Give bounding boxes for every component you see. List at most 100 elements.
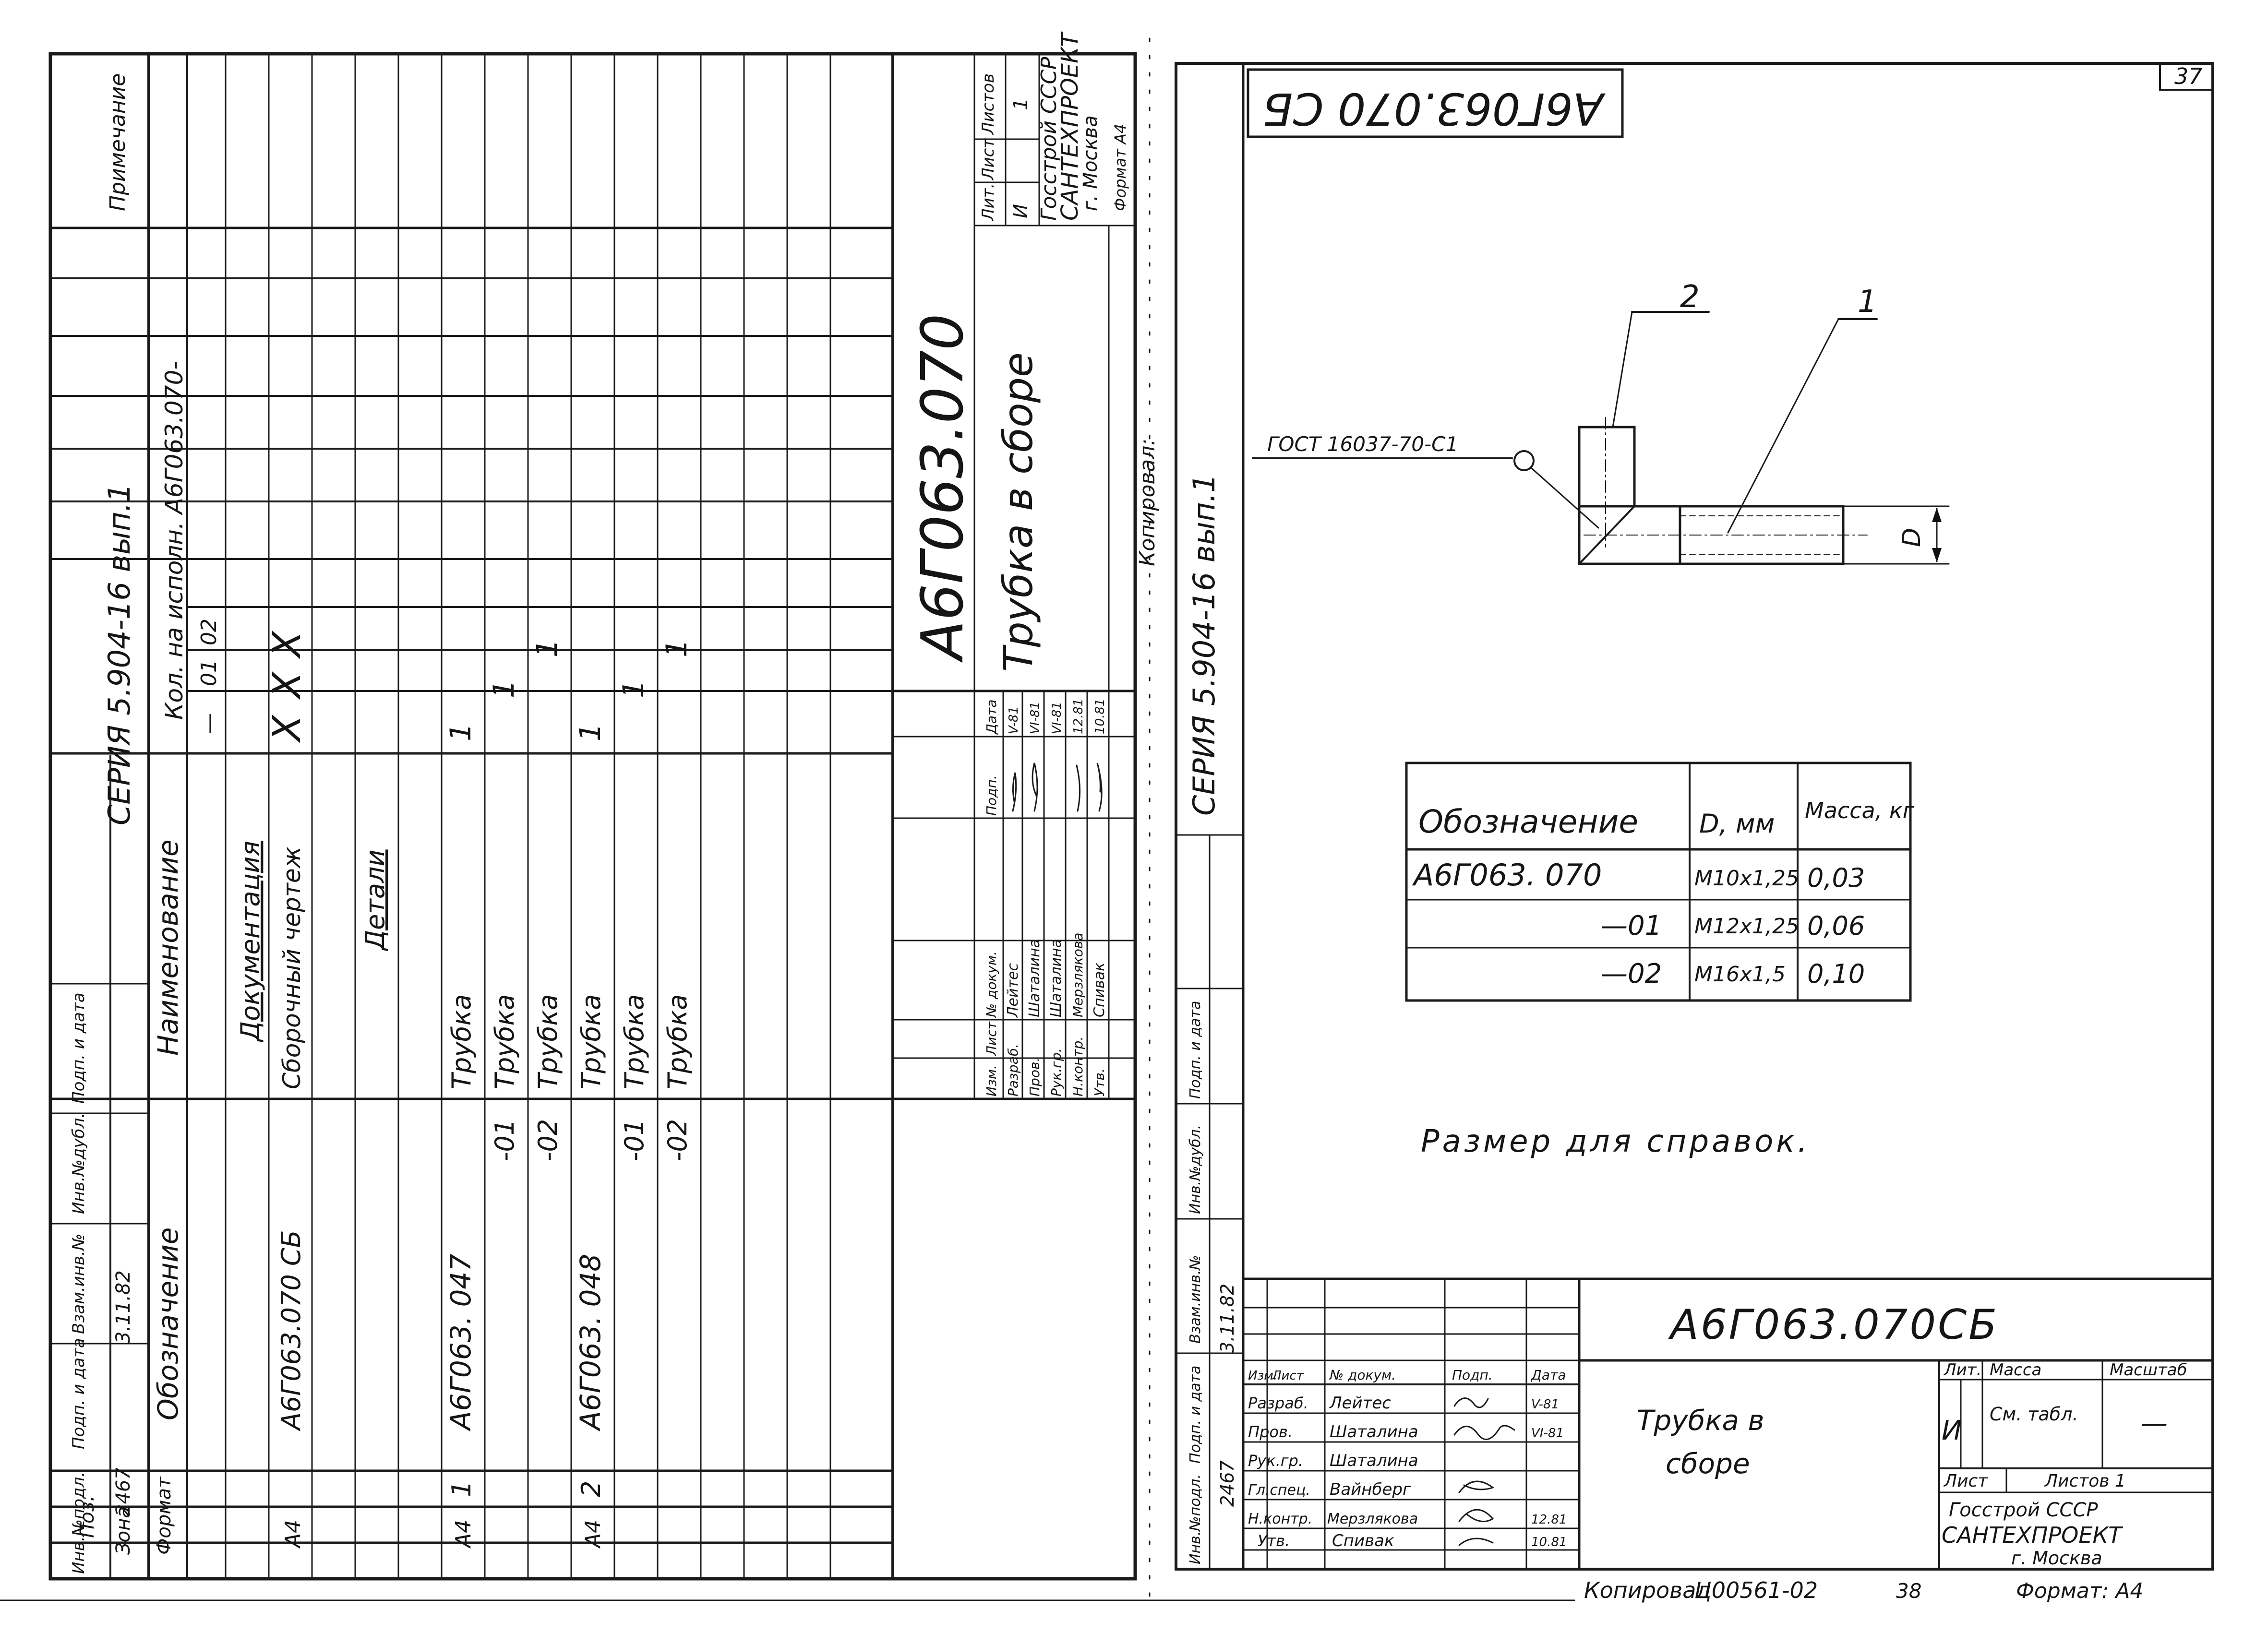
right-series: СЕРИЯ 5.904-16 вып.1 (1187, 474, 1222, 816)
ltb-role-3: Н.контр. (1070, 1036, 1086, 1096)
footer-order: Ц00561-02 (1694, 1577, 1818, 1603)
hdr-format: Формат (153, 1476, 175, 1555)
left-sheet: СЕРИЯ 5.904-16 вып.1 Формат Зона Поз. Об… (48, 31, 1160, 1581)
ltb-org1: Госстрой СССР (1037, 57, 1061, 221)
row7-designation: -01 (619, 1119, 649, 1161)
ltb-lit: Лит. (979, 183, 998, 222)
row1-designation: А6Г063.070 СБ (276, 1230, 306, 1431)
ltb-person-2: Шаталина (1048, 939, 1065, 1017)
vt-r2-c0: —02 (1601, 958, 1662, 989)
row5-designation: -02 (533, 1119, 563, 1161)
rtb-title2: сборе (1666, 1447, 1750, 1480)
spec-rows: Документация А4 А6Г063.070 СБ Сборочный … (235, 630, 694, 1549)
row6-pos: 2 (576, 1481, 606, 1497)
left-series: СЕРИЯ 5.904-16 вып.1 (102, 483, 137, 825)
ltb-role-0: Разраб. (1005, 1044, 1021, 1096)
row3-designation: А6Г063. 047 (444, 1254, 477, 1432)
ltb-org2: САНТЕХПРОЕКТ (1056, 31, 1083, 221)
vt-h-2: Масса, кг (1805, 798, 1915, 823)
vt-r1-c0: —01 (1601, 910, 1662, 941)
vt-r1-c1: М12х1,25 (1694, 914, 1799, 939)
stamp-code: А6Г063.070 СБ (1262, 83, 1606, 134)
ltb-sheet: Лист (979, 138, 998, 181)
hdr-exec-0: — (197, 713, 221, 734)
callout-2: 2 (1680, 279, 1700, 315)
ltb-city: г. Москва (1080, 115, 1102, 211)
rtb-title1: Трубка в (1637, 1404, 1764, 1437)
rtb-col-1: Лист (1272, 1369, 1304, 1383)
row6-designation: А6Г063. 048 (574, 1254, 607, 1432)
ltb-col-2: № докум. (984, 951, 999, 1018)
ltb-sheets: Листов (979, 73, 998, 135)
rtb-sheets: Листов 1 (2044, 1471, 2126, 1491)
rtb-date-1: VI-81 (1531, 1426, 1564, 1441)
rs-replace: Взам.инв.№ (1187, 1255, 1204, 1344)
gost-label: ГОСТ 16037-70-С1 (1267, 432, 1458, 456)
rtb-lit-val: И (1942, 1415, 1962, 1446)
vt-r0-c1: М10х1,25 (1694, 866, 1799, 891)
rtb-code: А6Г063.070СБ (1668, 1301, 1999, 1349)
rtb-scale: Масштаб (2110, 1360, 2187, 1380)
hdr-name: Наименование (152, 839, 184, 1056)
ltb-person-0: Лейтес (1005, 963, 1021, 1018)
rtb-col-3: Подп. (1452, 1367, 1493, 1383)
row1-format: А4 (281, 1520, 305, 1549)
vt-r0-c2: 0,03 (1807, 863, 1865, 893)
row4-designation: -01 (490, 1119, 520, 1161)
ltb-role-4: Утв. (1092, 1068, 1107, 1096)
rs-sign-date: Подп. и дата (1187, 1366, 1204, 1464)
ltb-code: А6Г063.070 (910, 313, 976, 663)
ltb-date-0: V-81 (1007, 706, 1021, 734)
rtb-col-4: Дата (1530, 1367, 1566, 1383)
hdr-pos: Поз. (76, 1495, 98, 1538)
rtb-role-2: Рук.гр. (1248, 1452, 1303, 1470)
row1-q0: X (264, 714, 309, 743)
rsig-3 (1458, 1480, 1495, 1493)
rtb-date-4: 12.81 (1531, 1513, 1567, 1527)
vt-r1-c2: 0,06 (1807, 911, 1865, 941)
row3-format: А4 (451, 1520, 476, 1549)
rtb-person-5: Спивак (1332, 1531, 1394, 1550)
rs-inv-value: 2467 (1217, 1460, 1238, 1507)
left-series-group: СЕРИЯ 5.904-16 вып.1 (102, 483, 137, 825)
callout-1: 1 (1858, 284, 1877, 320)
rtb-org1: Госстрой СССР (1949, 1499, 2098, 1521)
rtb-person-0: Лейтес (1329, 1394, 1391, 1413)
footer-copied: Копировал (1584, 1577, 1710, 1603)
hdr-exec-1: 01 (197, 659, 221, 686)
footer-format: Формат: А4 (2016, 1579, 2143, 1603)
ltb-col-4: Дата (984, 699, 999, 735)
strip-replace: Взам.инв.№ (69, 1234, 88, 1334)
rtb-mass-val: См. табл. (1990, 1404, 2078, 1425)
row6-name: Трубка (576, 994, 606, 1089)
rsig-4 (1458, 1509, 1494, 1523)
vt-h-0: Обозначение (1418, 803, 1638, 840)
hdr-qty: Кол. на исполн. А6Г063.070- (160, 361, 188, 720)
rtb-role-0: Разраб. (1248, 1394, 1308, 1412)
right-side-strip: Инв.№подл. Подп. и дата Взам.инв.№ Инв.№… (1175, 834, 1244, 1570)
rsig-5 (1458, 1537, 1494, 1546)
rsig-0 (1453, 1397, 1489, 1408)
ltb-title: Трубка в сборе (995, 352, 1042, 672)
ltb-date-3: 12.81 (1071, 699, 1086, 734)
ltb-format: Формат А4 (1111, 124, 1129, 211)
ltb-col-1: Лист (984, 1021, 999, 1056)
rs-sign-date2: Подп. и дата (1187, 1001, 1204, 1099)
rtb-col-0: Изм. (1248, 1369, 1277, 1383)
row3-name: Трубка (446, 994, 477, 1089)
ltb-date-1: VI-81 (1028, 702, 1043, 734)
rtb-city: г. Москва (2011, 1548, 2102, 1569)
assembly-drawing: D 2 1 ГОСТ 16037-70-С1 (1252, 279, 1950, 565)
row5-q2: 1 (530, 639, 564, 657)
row6-format: А4 (581, 1520, 605, 1549)
ltb-person-1: Шаталина (1026, 939, 1043, 1017)
dim-d: D (1897, 528, 1926, 547)
row3-pos: 1 (446, 1481, 477, 1497)
rtb-role-1: Пров. (1248, 1423, 1293, 1441)
ltb-date-2: VI-81 (1050, 702, 1064, 734)
row7-name: Трубка (619, 994, 649, 1089)
ltb-sheets-val: 1 (1010, 98, 1032, 110)
row6-q0: 1 (574, 723, 607, 741)
rtb-col-2: № докум. (1329, 1367, 1396, 1383)
